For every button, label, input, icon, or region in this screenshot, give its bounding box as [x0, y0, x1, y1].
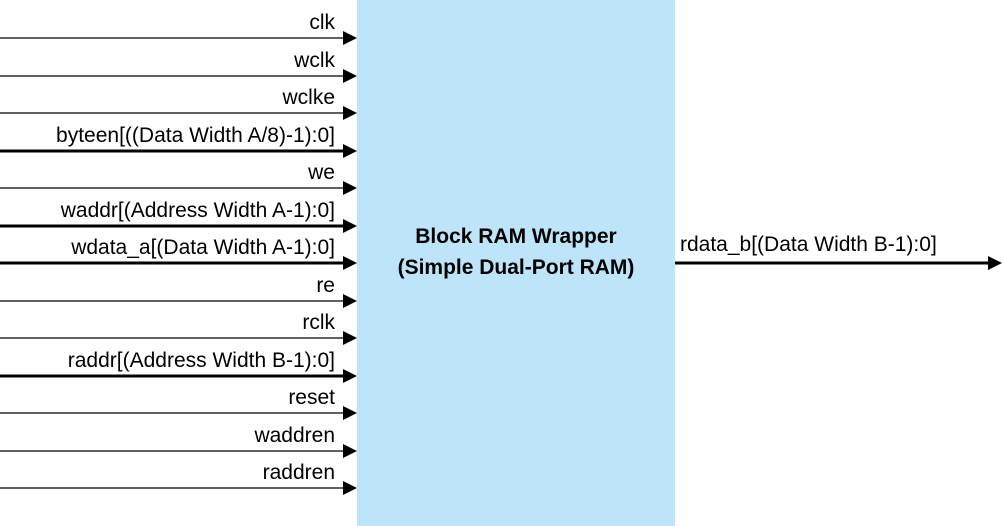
arrow-head-icon	[343, 369, 357, 383]
ram-block	[357, 0, 675, 526]
block-title-line2: (Simple Dual-Port RAM)	[398, 256, 635, 279]
input-port-label: we	[307, 161, 335, 184]
arrow-head-icon	[343, 31, 357, 45]
arrow-head-icon	[343, 406, 357, 420]
input-port-label: wclke	[281, 86, 335, 109]
input-port-label: reset	[288, 386, 335, 409]
input-port-byteen: byteen[((Data Width A/8)-1):0]	[0, 124, 357, 158]
input-port-label: clk	[309, 11, 335, 34]
input-port-label: raddr[(Address Width B-1):0]	[68, 349, 335, 372]
input-port-label: re	[316, 274, 335, 297]
input-port-label: wclk	[293, 49, 335, 72]
input-port-label: byteen[((Data Width A/8)-1):0]	[56, 124, 335, 147]
arrow-head-icon	[343, 106, 357, 120]
block-title-line1: Block RAM Wrapper	[415, 225, 616, 248]
output-port-rdata_b: rdata_b[(Data Width B-1):0]	[675, 233, 1002, 270]
arrow-head-icon	[343, 481, 357, 495]
input-port-raddren: raddren	[0, 461, 357, 495]
input-port-wclk: wclk	[0, 49, 357, 83]
arrow-head-icon	[343, 69, 357, 83]
input-port-label: rclk	[302, 311, 335, 334]
arrow-head-icon	[343, 219, 357, 233]
output-port-label: rdata_b[(Data Width B-1):0]	[680, 233, 937, 256]
input-port-wclke: wclke	[0, 86, 357, 120]
input-port-waddren: waddren	[0, 424, 357, 458]
input-ports: clk wclk wclke byteen[((Data Width A/8)-1):…	[0, 11, 357, 495]
input-port-waddr: waddr[(Address Width A-1):0]	[0, 199, 357, 233]
input-port-label: wdata_a[(Data Width A-1):0]	[70, 236, 335, 259]
arrow-head-icon	[343, 444, 357, 458]
arrow-head-icon	[343, 144, 357, 158]
input-port-label: waddren	[253, 424, 335, 447]
arrow-head-icon	[343, 181, 357, 195]
input-port-label: raddren	[263, 461, 335, 484]
input-port-clk: clk	[0, 11, 357, 45]
input-port-wdata_a: wdata_a[(Data Width A-1):0]	[0, 236, 357, 270]
input-port-rclk: rclk	[0, 311, 357, 345]
input-port-label: waddr[(Address Width A-1):0]	[60, 199, 335, 222]
input-port-we: we	[0, 161, 357, 195]
input-port-reset: reset	[0, 386, 357, 420]
output-ports: rdata_b[(Data Width B-1):0]	[675, 233, 1002, 270]
input-port-raddr: raddr[(Address Width B-1):0]	[0, 349, 357, 383]
arrow-head-icon	[343, 331, 357, 345]
input-port-re: re	[0, 274, 357, 308]
arrow-head-icon	[343, 256, 357, 270]
arrow-head-icon	[988, 256, 1002, 270]
arrow-head-icon	[343, 294, 357, 308]
